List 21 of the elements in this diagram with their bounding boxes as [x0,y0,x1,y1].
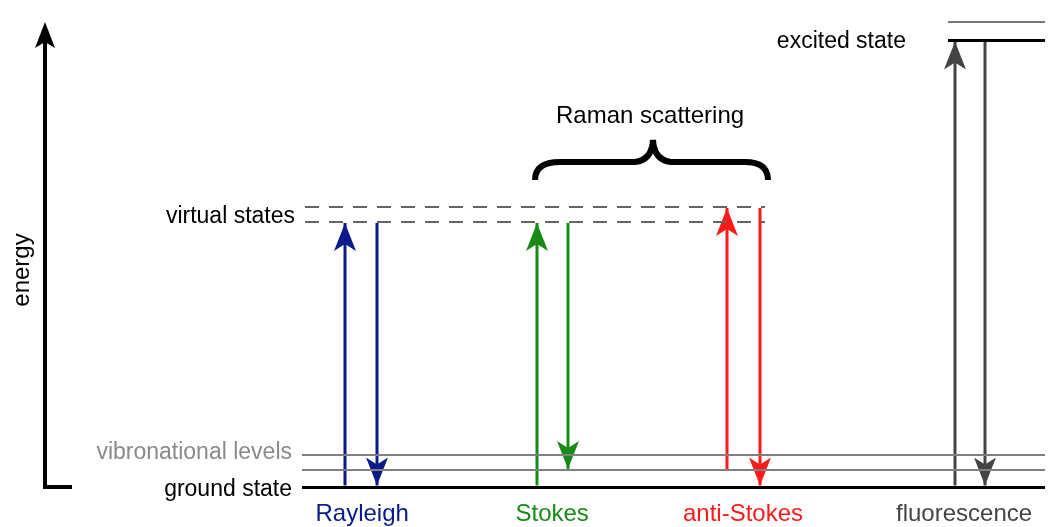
process-label: anti-Stokes [683,499,804,527]
process-label: fluorescence [896,499,1033,527]
arrow [526,223,548,486]
level-label: excited state [776,27,906,53]
arrow [716,208,738,469]
arrow [334,223,356,486]
process-label: Rayleigh [315,499,409,527]
arrow [944,41,966,486]
axis-label: energy [6,233,35,307]
arrow [557,223,579,469]
arrow [749,208,771,486]
level-label: ground state [164,475,292,501]
level-label: vibronational levels [96,438,292,464]
arrow [974,41,996,486]
level-line [948,21,1045,23]
arrow [366,223,388,486]
dashed-level-line [305,206,765,208]
group-label: Raman scattering [556,101,745,129]
level-line [302,469,1045,471]
level-label: virtual states [165,202,295,228]
process-label: Stokes [515,499,589,527]
